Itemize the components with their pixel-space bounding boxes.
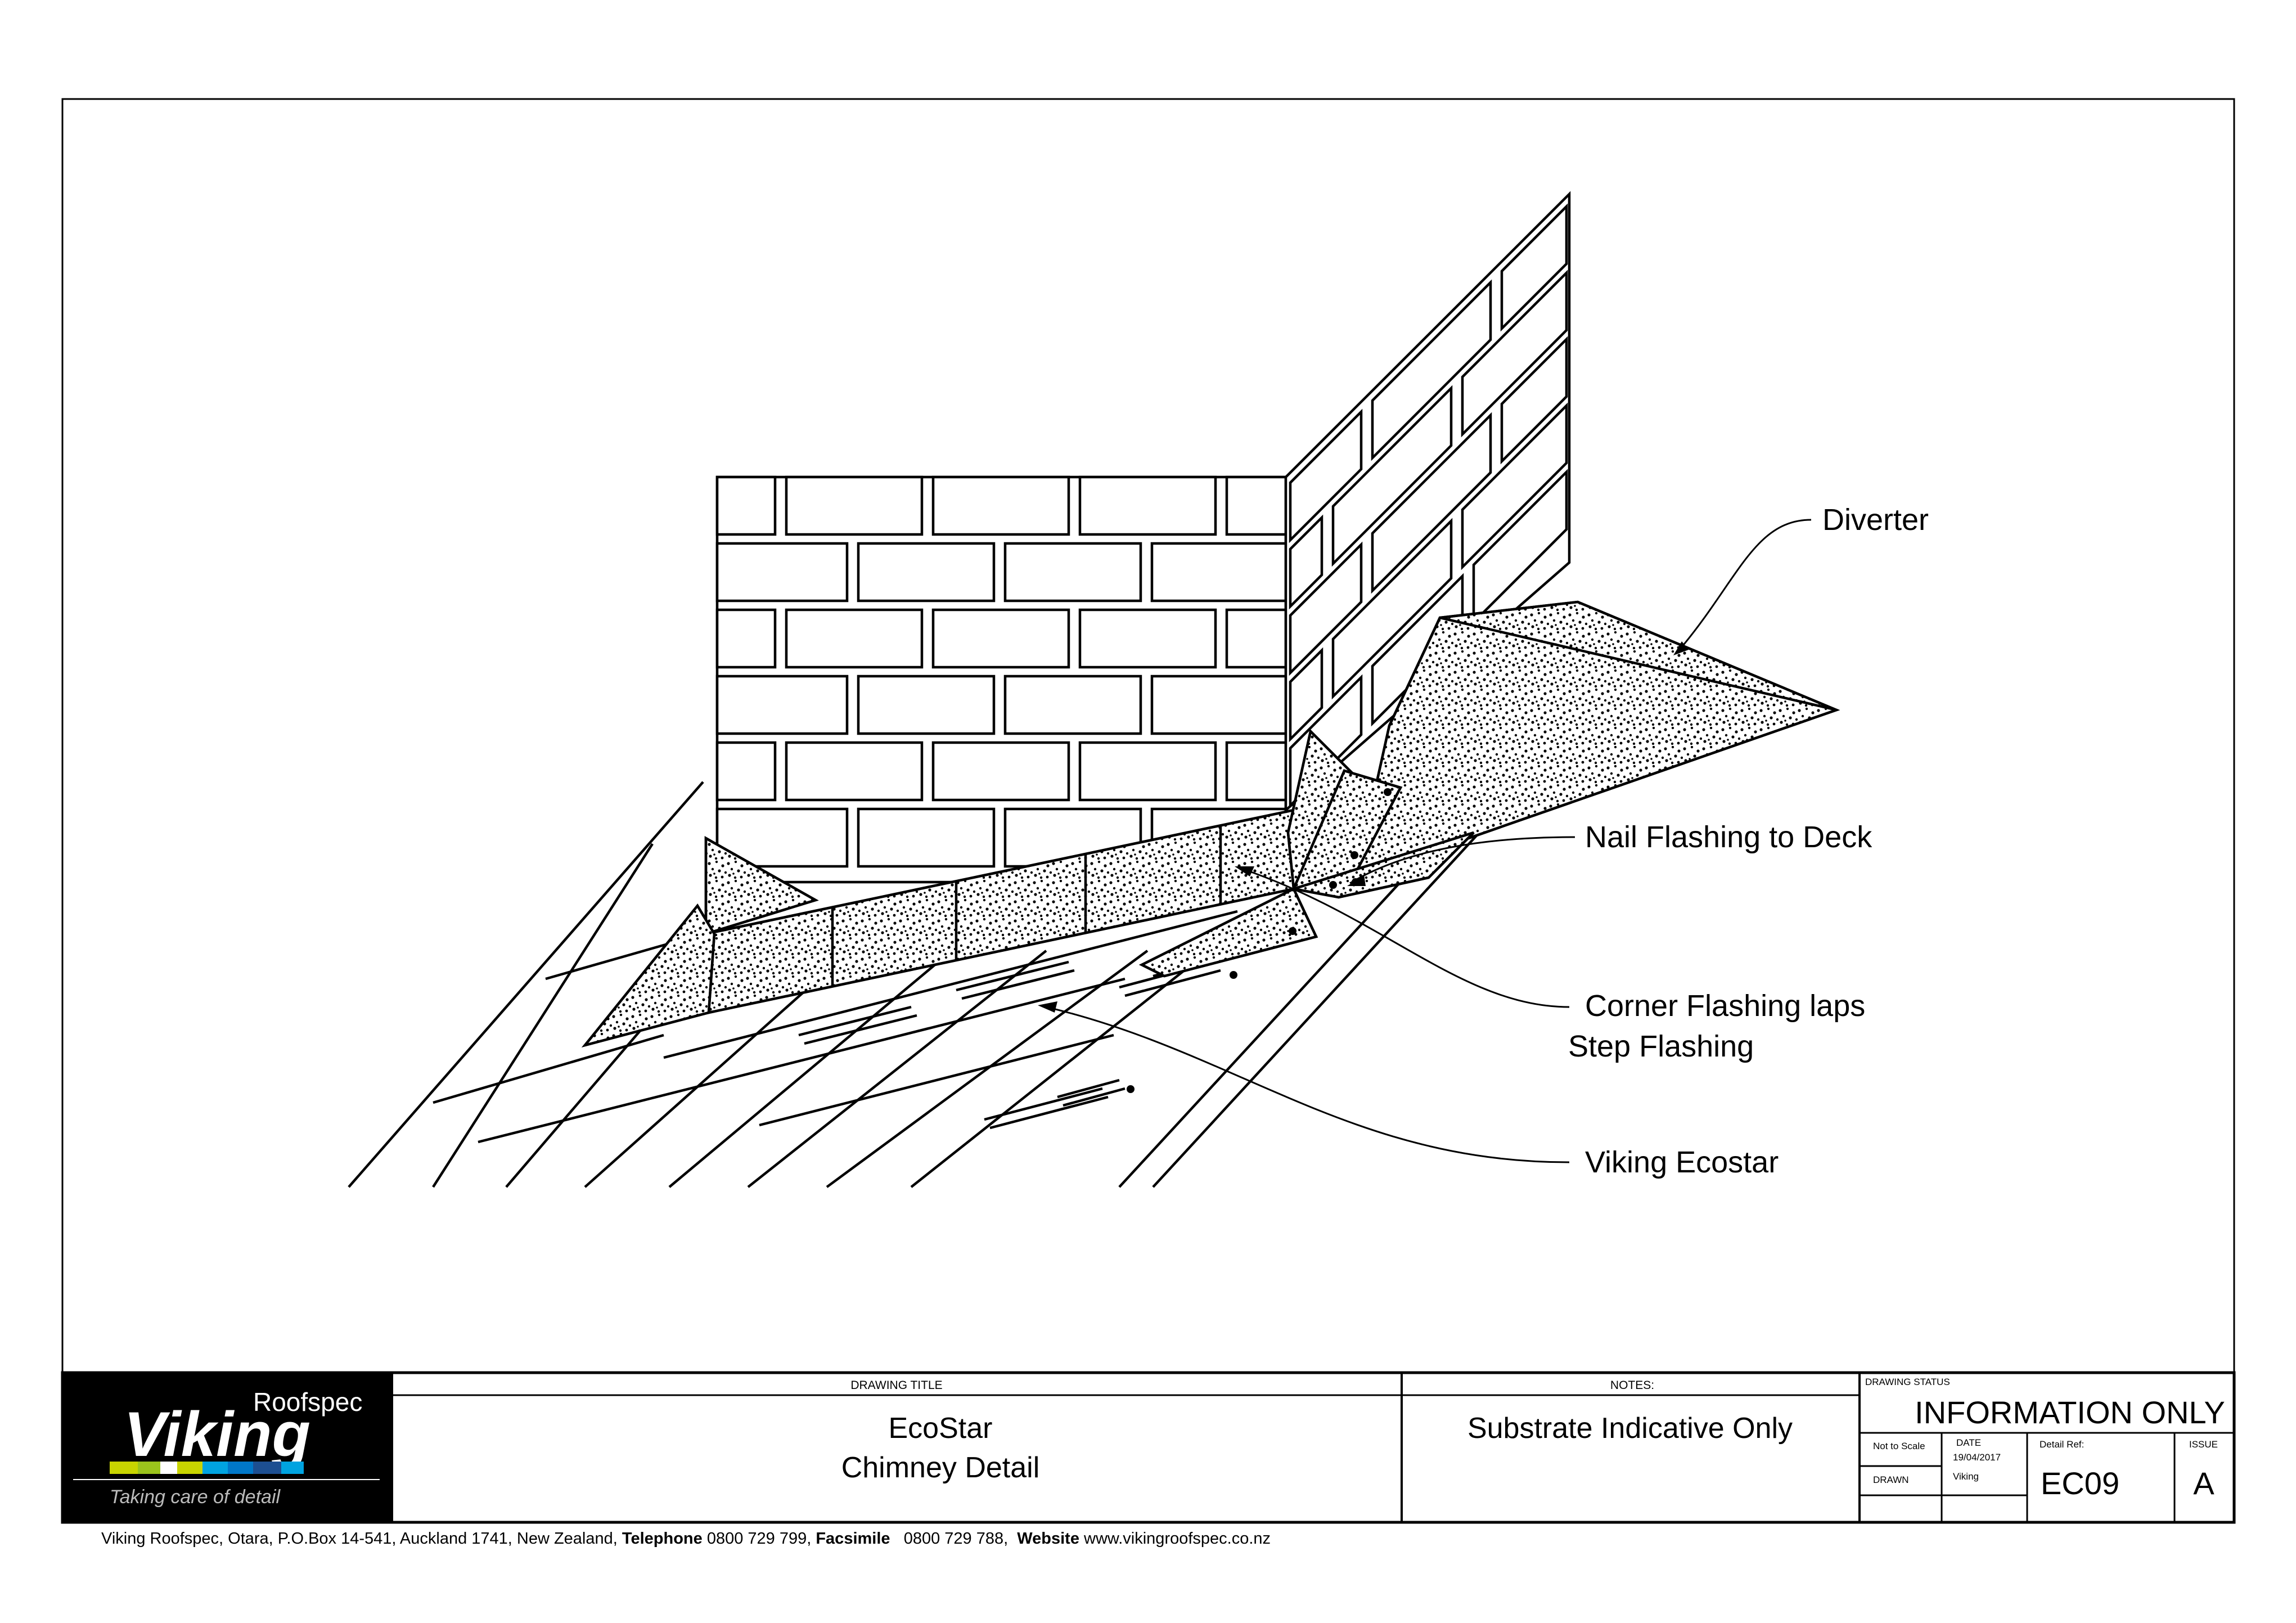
footer-address: Viking Roofspec, Otara, P.O.Box 14-541, … — [101, 1530, 622, 1548]
detail-ref-value: EC09 — [2041, 1465, 2119, 1501]
drawing-title-line2: Chimney Detail — [841, 1451, 1040, 1484]
callout-corner-flashing-1: Corner Flashing laps — [1585, 989, 1865, 1023]
footer-web-value: www.vikingroofspec.co.nz — [1079, 1530, 1271, 1548]
callout-diverter: Diverter — [1822, 503, 1929, 537]
date-value: 19/04/2017 — [1953, 1452, 2001, 1463]
drawn-label: DRAWN — [1873, 1474, 1909, 1485]
viking-logo: Roofspec Viking Taking care of detail — [62, 1373, 392, 1522]
leader-arrowheads — [1038, 641, 1689, 1013]
leader-corner-flashing — [1242, 868, 1570, 1008]
logo-sub: Roofspec — [253, 1387, 362, 1417]
scale-label: Not to Scale — [1873, 1441, 1925, 1451]
status-value: INFORMATION ONLY — [1915, 1395, 2225, 1430]
detail-ref-label: Detail Ref: — [2040, 1439, 2084, 1450]
footer-fax-value: 0800 729 788, — [890, 1530, 1018, 1548]
drawn-value: Viking — [1953, 1471, 1979, 1482]
notes-label: NOTES: — [1610, 1379, 1654, 1392]
footer-tel-value: 0800 729 799, — [703, 1530, 816, 1548]
leader-nail-flashing — [1349, 836, 1575, 884]
leader-ecostar — [1046, 1006, 1570, 1163]
callout-corner-flashing-2: Step Flashing — [1568, 1029, 1754, 1063]
logo-brand: Viking — [124, 1399, 310, 1469]
footer-web-label: Website — [1017, 1530, 1079, 1548]
date-label: DATE — [1956, 1437, 1981, 1448]
drawing-title-line1: EcoStar — [889, 1412, 993, 1445]
status-label: DRAWING STATUS — [1865, 1377, 1950, 1387]
notes-text: Substrate Indicative Only — [1467, 1412, 1793, 1445]
footer-contact: Viking Roofspec, Otara, P.O.Box 14-541, … — [101, 1530, 1271, 1548]
issue-label: ISSUE — [2189, 1439, 2218, 1450]
callout-viking-ecostar: Viking Ecostar — [1585, 1145, 1779, 1179]
footer-tel-label: Telephone — [622, 1530, 703, 1548]
flashings — [581, 600, 1840, 1047]
footer-fax-label: Facsimile — [816, 1530, 890, 1548]
callout-nail-flashing: Nail Flashing to Deck — [1585, 820, 1872, 854]
chimney-front-face — [715, 475, 1287, 884]
logo-stripe — [110, 1462, 304, 1474]
leader-diverter — [1681, 519, 1812, 648]
issue-value: A — [2193, 1465, 2214, 1501]
drawing-title-label: DRAWING TITLE — [850, 1379, 942, 1392]
chimney-side-face — [1284, 191, 1571, 813]
logo-tagline: Taking care of detail — [110, 1486, 281, 1508]
callout-leaders — [1046, 519, 1812, 1163]
